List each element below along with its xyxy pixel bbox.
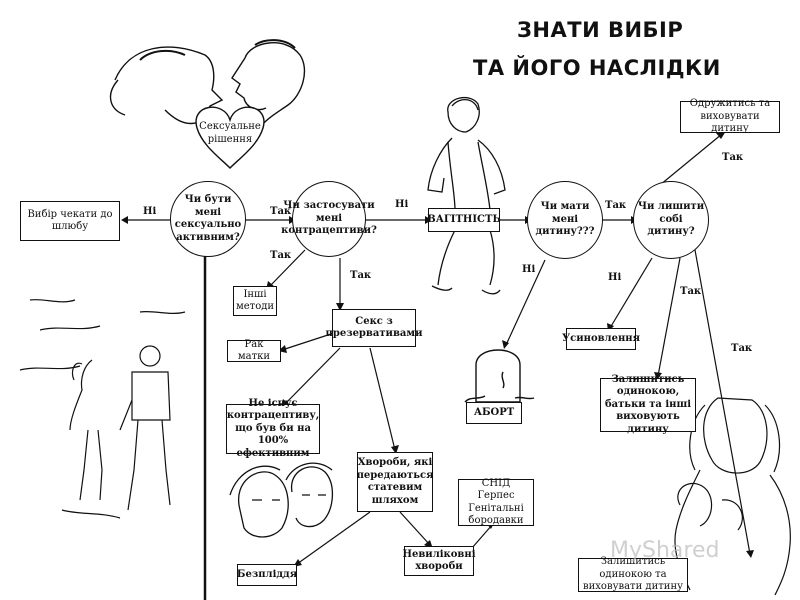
label-yes-7: Так bbox=[731, 343, 753, 354]
label-no-1: Ні bbox=[143, 206, 157, 217]
label-yes-2: Так bbox=[605, 200, 627, 211]
sex-with-condoms: Секс з презервативами bbox=[326, 309, 423, 347]
pregnancy-box: ВАГІТНІСТЬ bbox=[427, 208, 501, 232]
aids-herpes-warts: СНІД Герпес Генітальні бородавки bbox=[458, 478, 534, 526]
couple-walking-sketch bbox=[19, 299, 186, 519]
title-line-2: ТА ЙОГО НАСЛІДКИ bbox=[473, 56, 721, 80]
label-no-2: Ні bbox=[395, 199, 409, 210]
label-no-4: Ні bbox=[608, 272, 622, 283]
question-keep-child: Чи лишити собі дитину? bbox=[633, 181, 709, 259]
label-yes-3: Так bbox=[722, 152, 744, 163]
question-be-active: Чи бути мені сексуально активним? bbox=[170, 181, 246, 257]
adoption: Усиновлення bbox=[562, 328, 640, 350]
incurable-diseases: Невиліковні хвороби bbox=[403, 546, 476, 576]
cervical-cancer: Рак матки bbox=[227, 339, 281, 362]
worried-faces-sketch bbox=[229, 462, 334, 538]
marry-and-raise: Одружитись та виховувати дитину bbox=[680, 98, 780, 134]
label-no-3: Ні bbox=[522, 264, 536, 275]
label-yes-5: Так bbox=[350, 270, 372, 281]
gravestone-sketch bbox=[464, 349, 535, 403]
couple-faces-sketch bbox=[109, 39, 306, 126]
single-others-raise: Залишитись одинокою, батьки та інші вихо… bbox=[600, 374, 696, 435]
wait-until-marriage: Вибір чекати до шлюбу bbox=[20, 201, 120, 241]
heart-label: Сексуальне рішення bbox=[199, 121, 261, 145]
pregnant-girl-sketch bbox=[427, 96, 506, 295]
abortion: АБОРТ bbox=[466, 402, 522, 424]
title-line-1: ЗНАТИ ВИБІР bbox=[517, 18, 684, 42]
heart-shape bbox=[195, 106, 265, 169]
flow-connectors bbox=[125, 133, 751, 565]
stds: Хвороби, які передаються статевим шляхом bbox=[357, 452, 433, 512]
question-have-child: Чи мати мені дитину??? bbox=[527, 181, 603, 259]
single-and-raise: Залишитись одинокою та виховувати дитину bbox=[578, 556, 688, 592]
infertility: Безпліддя bbox=[237, 564, 297, 586]
watermark: MyShared bbox=[610, 538, 720, 563]
label-yes-4: Так bbox=[270, 250, 292, 261]
no-perfect-contraceptive: Не існує контрацептиву, що був би на 100… bbox=[226, 397, 320, 459]
other-methods: Інші методи bbox=[233, 286, 277, 316]
label-yes-6: Так bbox=[680, 286, 702, 297]
label-yes-1: Так bbox=[270, 206, 292, 217]
question-contraception: Чи застосувати мені контрацептиви? bbox=[281, 181, 377, 257]
